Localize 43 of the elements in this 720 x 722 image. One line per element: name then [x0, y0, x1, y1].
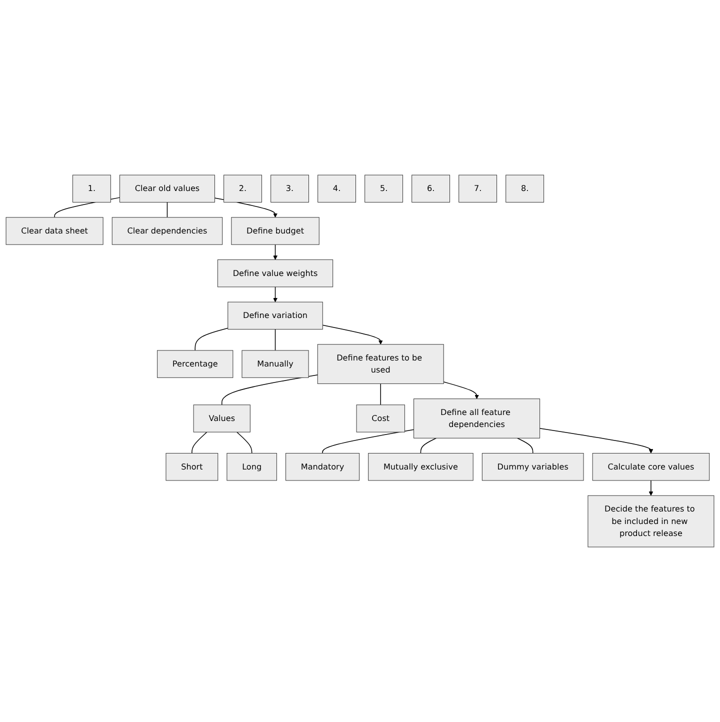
arrow [539, 428, 654, 454]
node-box: Define features to be used [317, 344, 444, 384]
node-box: Define all feature dependencies [414, 398, 540, 438]
node-box: Clear data sheet [6, 217, 104, 245]
node-box: 4. [318, 174, 356, 202]
node-box: Define value weights [217, 259, 334, 288]
connector [380, 383, 381, 406]
node-box: Mandatory [286, 452, 360, 481]
node-box: Define variation [228, 302, 323, 330]
node-box: 6. [412, 174, 450, 202]
connector [516, 438, 534, 454]
node-box: 2. [224, 174, 262, 202]
node-box: Mutually exclusive [368, 452, 474, 481]
node-box: Long [226, 452, 277, 481]
node-box: 7. [458, 174, 498, 202]
node-box: 8. [506, 174, 544, 202]
connector [166, 202, 168, 218]
node-box: Dummy variables [482, 452, 584, 481]
node-box: Short [166, 452, 218, 481]
arrow [273, 286, 278, 302]
node-box: Clear old values [120, 174, 215, 202]
connector [236, 432, 252, 454]
node-box: Percentage [157, 350, 234, 378]
connector [222, 374, 318, 406]
node-box: Manually [242, 350, 309, 378]
node-box: Clear dependencies [112, 217, 223, 245]
arrow [648, 480, 654, 496]
node-box: 3. [270, 174, 309, 202]
connector [274, 328, 276, 351]
connector [322, 429, 414, 454]
connector [420, 438, 437, 454]
node-box: Calculate core values [592, 452, 710, 481]
arrow [443, 381, 479, 399]
node-box: 5. [364, 174, 404, 202]
connector [192, 432, 208, 454]
connector [194, 328, 228, 351]
node-box: 1. [72, 174, 111, 202]
node-box: Values [193, 404, 250, 432]
node-box: Define budget [231, 217, 320, 245]
arrow [322, 324, 383, 345]
arrow [273, 244, 278, 260]
node-box: Decide the features to be included in new product release [588, 495, 714, 548]
node-box: Cost [356, 404, 405, 432]
